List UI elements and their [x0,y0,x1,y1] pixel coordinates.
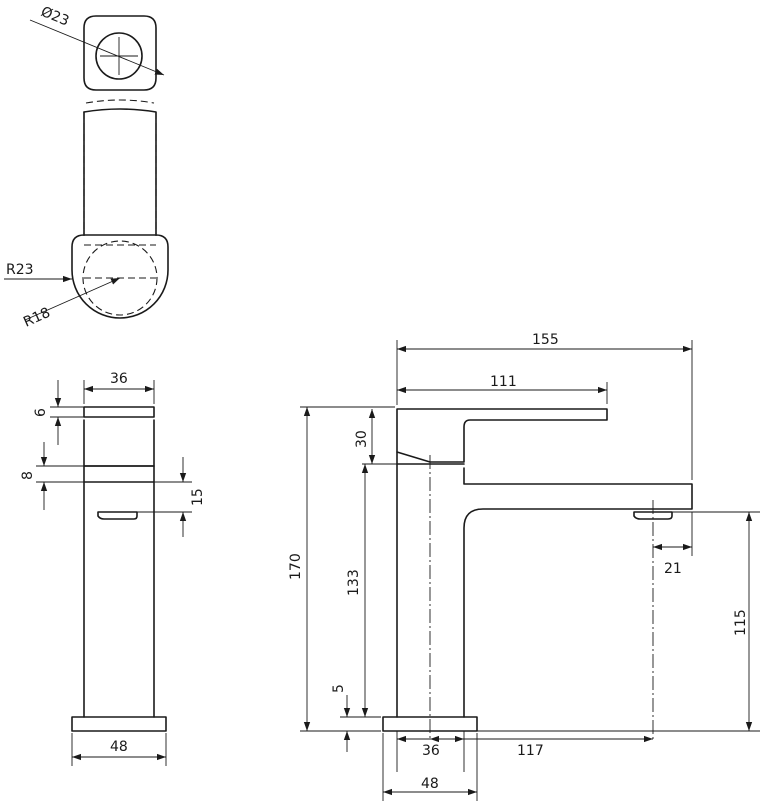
dim-text-48-front: 48 [421,776,439,792]
top-view: Ø23 R23 R18 [4,4,169,331]
top-view-base: R23 R18 [4,234,169,331]
front-view-outline [382,408,693,742]
dim-front-base-48: 48 [382,733,478,801]
dim-text-115: 115 [733,609,749,636]
top-view-handle-outline [83,15,157,236]
dim-front-height-5: 5 [331,684,351,752]
dim-text-117: 117 [517,743,544,759]
dim-text-155: 155 [532,332,559,348]
dim-text-170: 170 [288,553,304,580]
dim-text-48: 48 [110,739,128,755]
dim-text-21: 21 [664,561,682,577]
dim-text-36: 36 [110,371,128,387]
dim-side-base-48: 48 [71,733,167,766]
top-view-spout-circle: Ø23 [29,4,165,80]
dim-front-width-117: 117 [430,735,653,759]
dim-front-width-111: 111 [397,374,608,404]
dim-front-width-155: 155 [396,332,693,480]
front-view: 155 111 30 170 133 5 [288,332,760,801]
dim-front-height-30: 30 [354,409,397,465]
dim-side-height-15: 15 [137,457,206,537]
dim-text-15: 15 [190,488,206,506]
dim-text-36-front: 36 [422,743,440,759]
dim-text-5: 5 [331,684,347,693]
dim-text-111: 111 [490,374,517,390]
dim-text-8: 8 [20,471,36,480]
dim-front-width-21: 21 [653,512,693,577]
dim-text-6: 6 [33,408,49,417]
dim-radius-23: R23 [6,262,34,278]
dim-front-height-115: 115 [477,511,760,732]
dim-front-width-36: 36 [396,731,465,772]
dim-text-30: 30 [354,430,370,448]
dim-front-height-133: 133 [340,464,381,718]
side-view: 36 6 8 15 48 [20,371,206,766]
dim-front-height-170: 170 [288,406,395,732]
dim-side-height-8: 8 [20,442,84,510]
dim-side-width-36: 36 [83,371,155,404]
side-view-outline [71,406,167,732]
dim-side-height-6: 6 [33,380,84,445]
dim-text-133: 133 [346,569,362,596]
dim-radius-18: R18 [21,305,53,331]
